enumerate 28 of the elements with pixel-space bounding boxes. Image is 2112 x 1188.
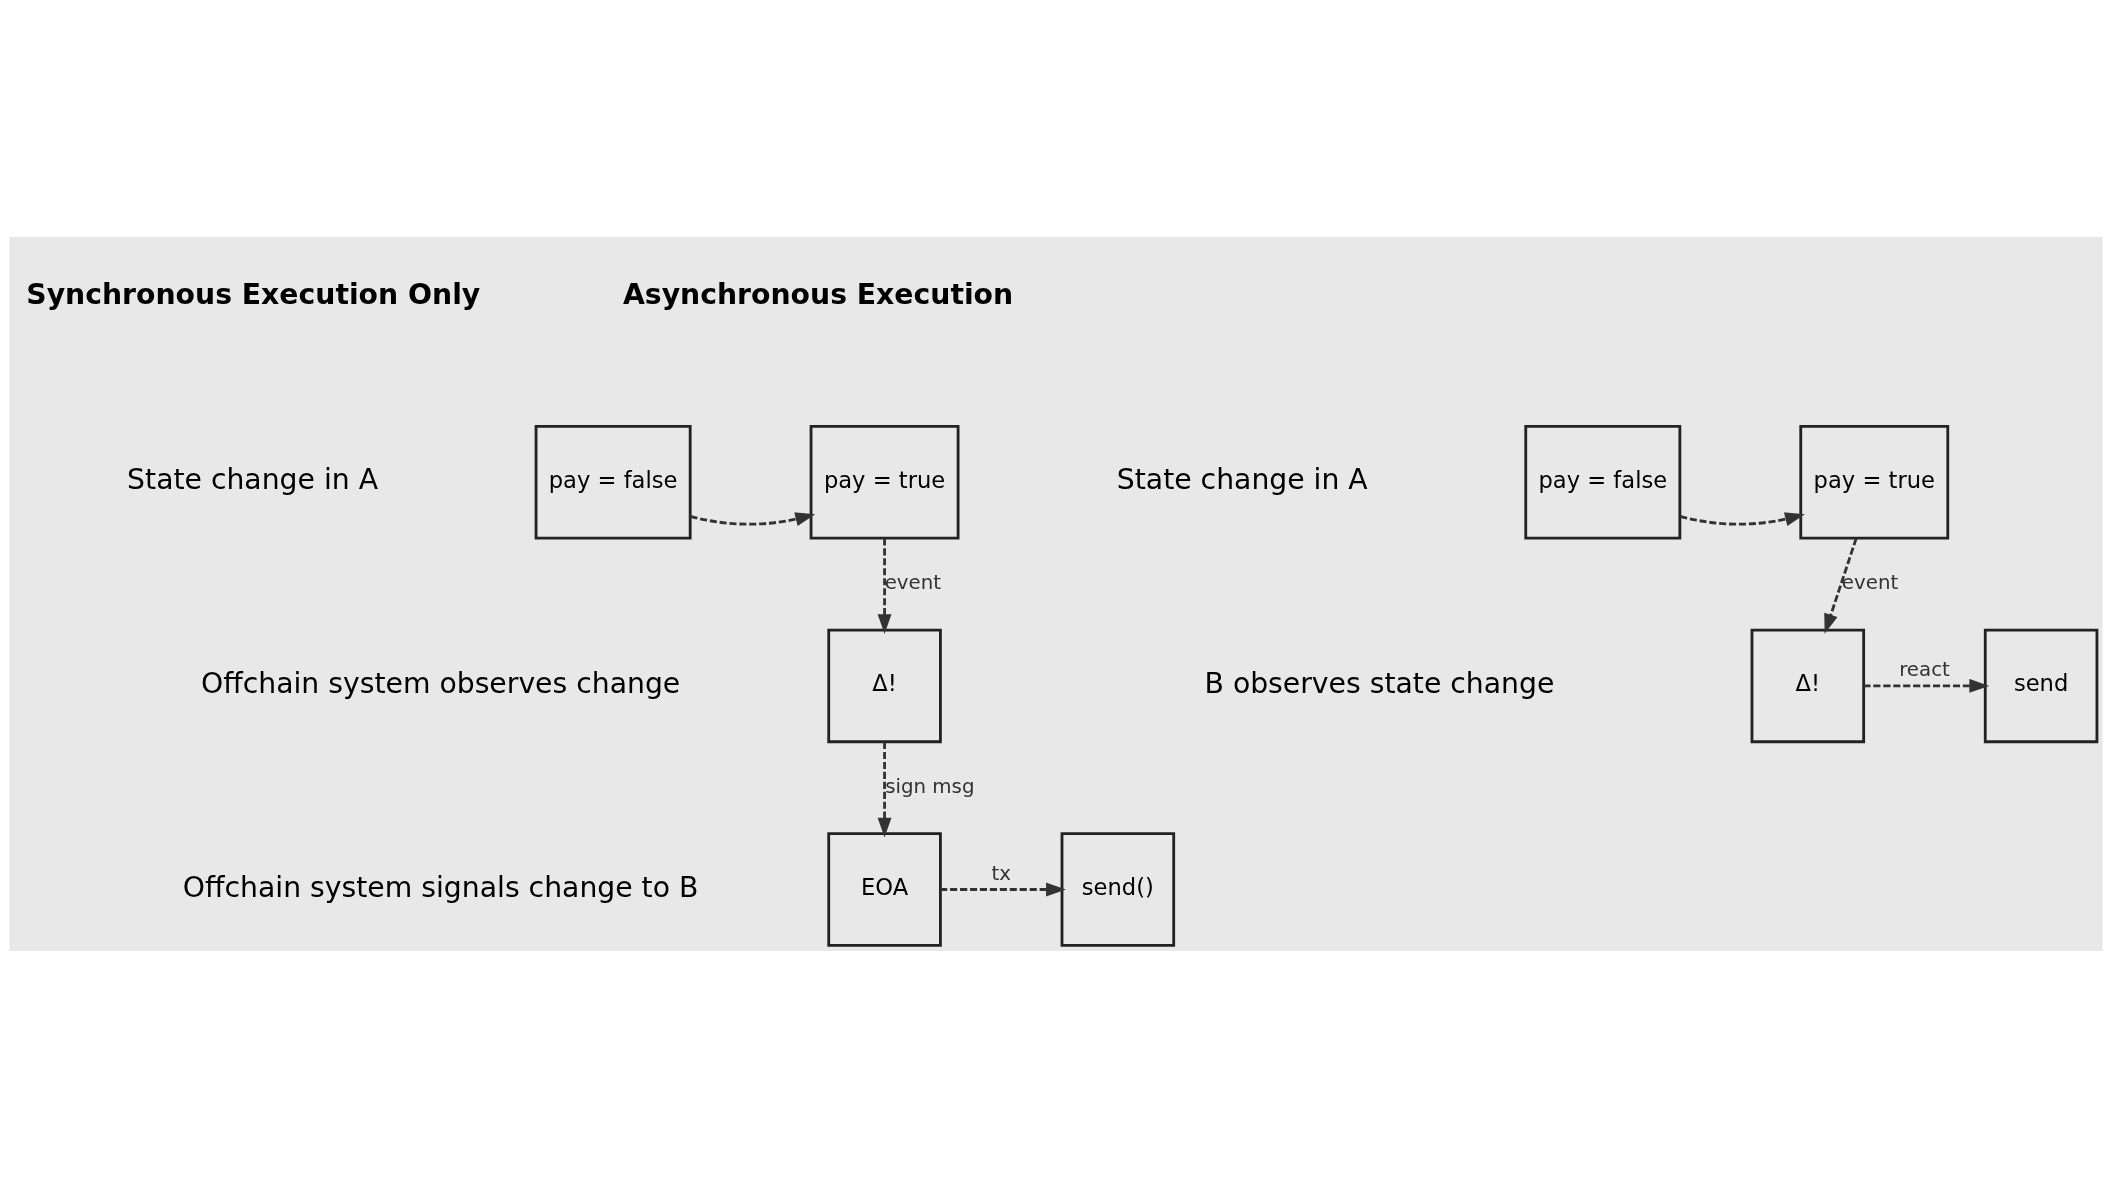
node-box: pay = false — [1524, 425, 1682, 540]
label: State change in A — [1116, 463, 1368, 497]
label: Offchain system observes change — [200, 666, 681, 700]
arrow — [877, 742, 892, 838]
arrow — [690, 512, 816, 526]
label: B observes state change — [1204, 666, 1555, 700]
node-box: send() — [1060, 832, 1176, 947]
edge-label: sign msg — [885, 774, 975, 798]
arrow — [1679, 512, 1805, 526]
node-box: EOA — [827, 832, 942, 947]
node-box: pay = true — [1799, 425, 1950, 540]
label: Asynchronous Execution — [623, 278, 1014, 312]
arrow — [877, 538, 892, 634]
node-box: pay = false — [534, 425, 692, 540]
node-box: Δ! — [1750, 628, 1866, 744]
label: Synchronous Execution Only — [26, 278, 481, 312]
label: State change in A — [127, 463, 379, 497]
arrow — [1824, 538, 1858, 634]
label: Offchain system signals change to B — [182, 870, 699, 904]
arrow — [1863, 678, 1990, 693]
edge-label: event — [1841, 571, 1899, 595]
node-box: pay = true — [809, 425, 960, 540]
edge-label: event — [884, 571, 942, 595]
edge-label: react — [1899, 658, 1950, 682]
edge-label: tx — [991, 861, 1011, 885]
arrow — [940, 882, 1066, 897]
node-box: Δ! — [827, 628, 942, 744]
node-box: send — [1983, 628, 2099, 744]
